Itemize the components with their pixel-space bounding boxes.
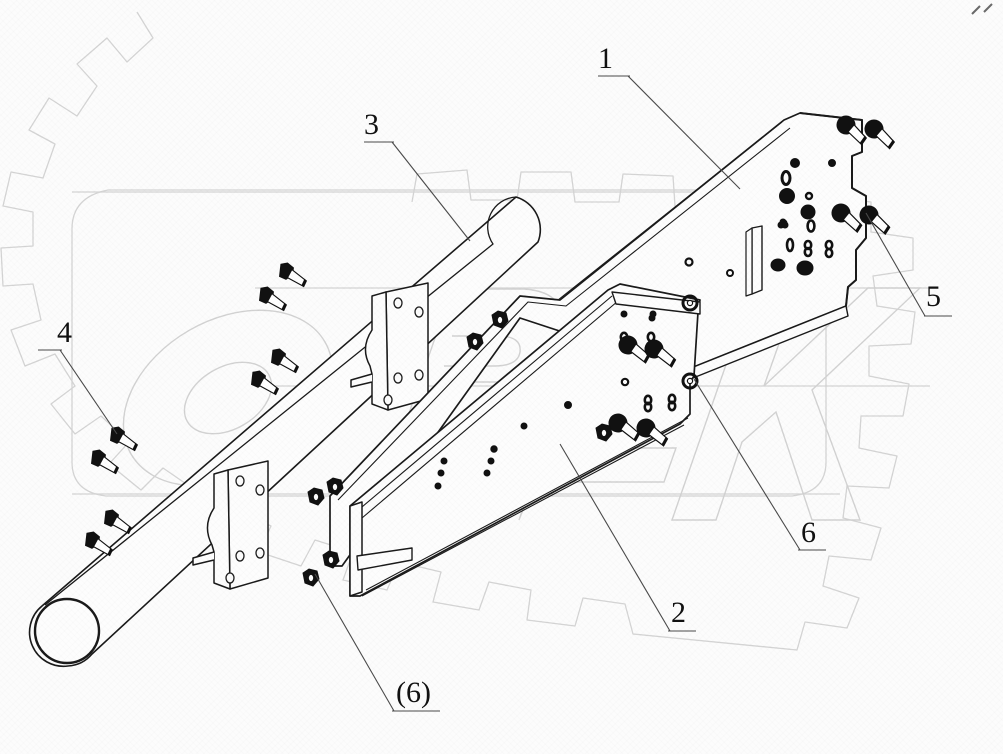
callout-label-4: 4 [57, 316, 72, 349]
leader-6 [693, 378, 801, 551]
leader-6b [314, 573, 395, 712]
tube-mount-bracket-lower [192, 460, 269, 590]
leader-3 [391, 141, 471, 242]
callout-label-6-alt: (6) [396, 676, 431, 709]
callout-leader-lines [59, 75, 926, 712]
callout-label-5: 5 [926, 280, 941, 313]
page-corner-tick-icon [971, 3, 993, 15]
callout-label-1: 1 [598, 42, 613, 75]
leader-1 [627, 75, 741, 190]
callout-label-2: 2 [671, 596, 686, 629]
callout-label-3: 3 [364, 108, 379, 141]
tube-mount-bracket-upper [350, 282, 429, 411]
part-1-hole-pattern [529, 158, 836, 428]
callout-underlines [38, 75, 952, 712]
leader-4 [59, 349, 118, 435]
part-2-hole-pattern [434, 294, 699, 490]
callout-label-6: 6 [801, 516, 816, 549]
leader-5 [865, 212, 926, 317]
leader-2 [559, 443, 671, 632]
